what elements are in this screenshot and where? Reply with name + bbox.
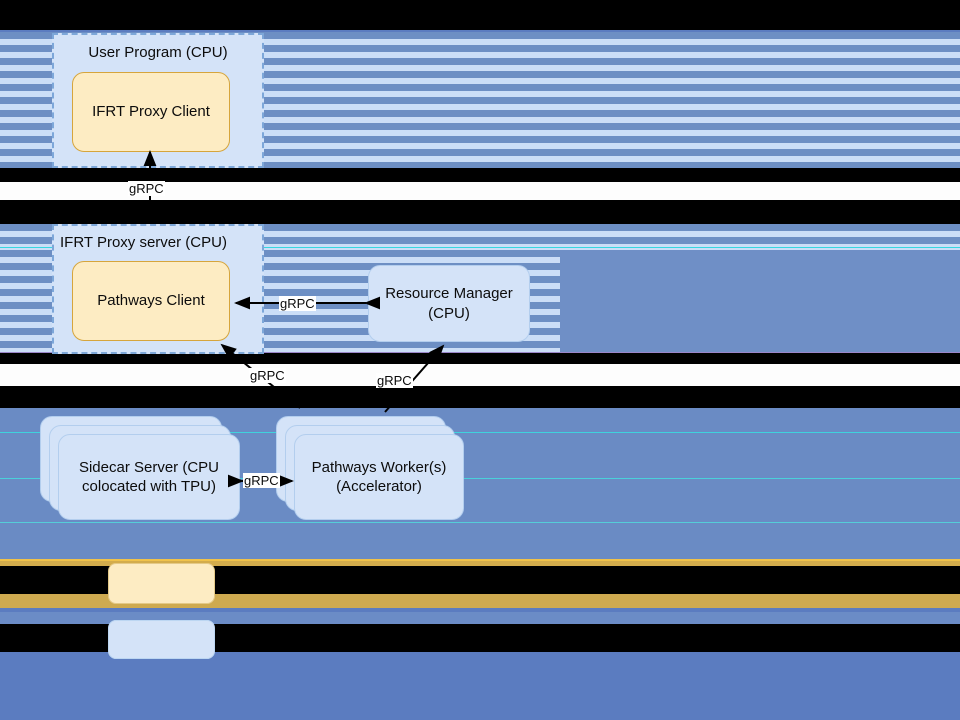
edge-label-grpc-3: gRPC [249, 368, 286, 383]
node-pathways-workers-label-line1: Pathways Worker(s) [311, 458, 447, 476]
node-sidecar-server-label-line2: colocated with TPU) [82, 478, 216, 495]
node-user-program-label: User Program (CPU) [88, 44, 228, 61]
edge-label-grpc-2: gRPC [279, 296, 316, 311]
node-ifrt-proxy-client-label: IFRT Proxy Client [92, 102, 210, 120]
solid-blue-patch-right [560, 250, 960, 360]
node-ifrt-proxy-client[interactable]: IFRT Proxy Client [72, 72, 230, 152]
bottom-solid-area [0, 663, 960, 720]
corruption-band-1 [0, 0, 960, 30]
node-pathways-workers-label-line2: (Accelerator) [336, 478, 422, 495]
node-ifrt-proxy-server[interactable]: IFRT Proxy server (CPU) Pathways Client [52, 224, 264, 354]
node-pathways-client[interactable]: Pathways Client [72, 261, 230, 341]
node-pathways-client-label: Pathways Client [97, 291, 205, 309]
edge-label-grpc-4: gRPC [376, 373, 413, 388]
legend-blue-row-bg [0, 612, 960, 626]
legend-gold-band-2 [0, 592, 960, 608]
edge-label-grpc-5: gRPC [243, 473, 280, 488]
legend-swatch-yellow-top [108, 563, 215, 604]
node-user-program[interactable]: User Program (CPU) IFRT Proxy Client [52, 33, 264, 168]
corruption-band-2 [0, 168, 960, 182]
node-sidecar-server-label-line1: Sidecar Server (CPU [78, 458, 220, 476]
node-pathways-workers[interactable]: Pathways Worker(s) (Accelerator) [294, 434, 464, 520]
corruption-band-3 [0, 200, 960, 224]
node-resource-manager-label-line2: (CPU) [428, 304, 470, 322]
node-sidecar-server[interactable]: Sidecar Server (CPU colocated with TPU) [58, 434, 240, 520]
smear-band-2 [0, 364, 960, 386]
node-resource-manager[interactable]: Resource Manager (CPU) [368, 265, 530, 342]
node-resource-manager-label-line1: Resource Manager [385, 285, 513, 302]
legend-swatch-blue-top [108, 620, 215, 659]
edge-label-grpc-1: gRPC [128, 181, 165, 196]
node-ifrt-proxy-server-label: IFRT Proxy server (CPU) [60, 234, 227, 251]
